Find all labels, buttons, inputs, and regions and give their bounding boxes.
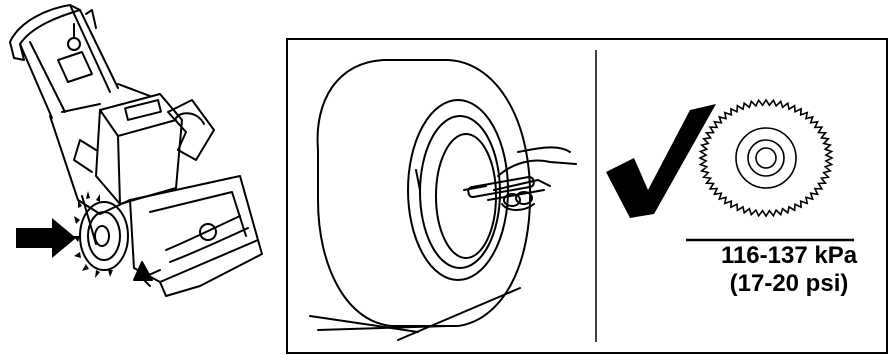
pressure-kpa-label: 116-137 kPa	[720, 242, 858, 269]
pressure-spec: 116-137 kPa (17-20 psi)	[694, 242, 884, 298]
tire-pressure-panel	[286, 38, 888, 354]
snowblower-illustration	[0, 0, 275, 356]
tire-gauge-illustration	[309, 50, 854, 342]
tire-tread-icon	[698, 98, 834, 218]
pressure-psi-label: (17-20 psi)	[729, 270, 849, 297]
checkmark-icon	[606, 104, 716, 218]
arrow-right-icon	[16, 218, 76, 258]
